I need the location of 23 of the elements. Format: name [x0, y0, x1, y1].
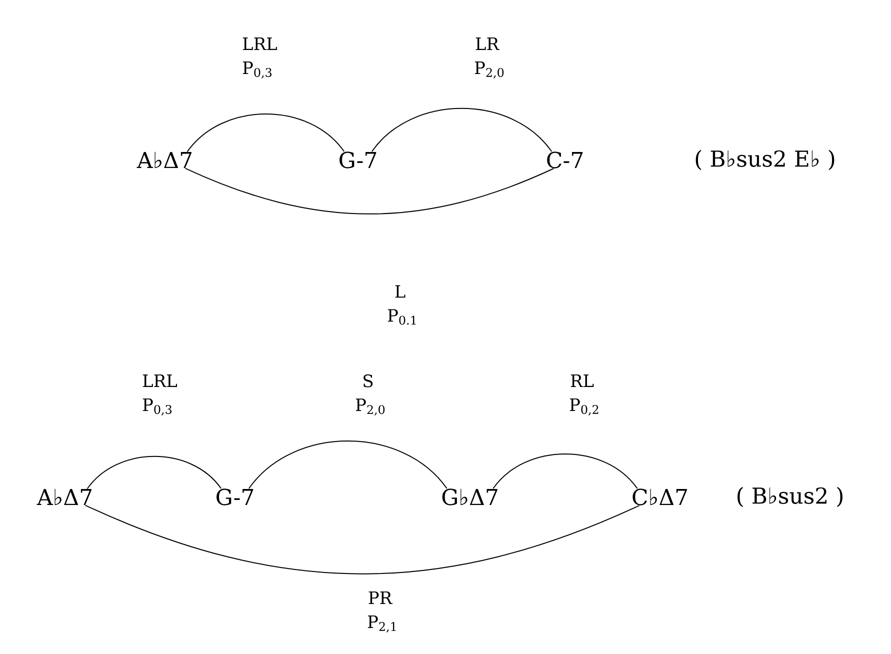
- chord-label: G♭Δ7: [442, 488, 498, 506]
- chord-note: ( B♭sus2 E♭ ): [696, 150, 834, 170]
- edge-label: RL P$_{0,2}$: [570, 374, 598, 416]
- chord-label: A♭Δ7: [36, 488, 92, 506]
- arc-connector: [84, 504, 640, 574]
- chord-label: A♭Δ7: [136, 152, 192, 168]
- arc-connector: [248, 440, 448, 489]
- chord-note: ( B♭sus2 ): [738, 486, 842, 508]
- chord-label: G-7: [340, 152, 376, 168]
- edge-label: LRL P$_{0,3}$: [142, 374, 177, 416]
- edge-label: S P$_{2,0}$: [356, 374, 385, 416]
- arc-connector: [492, 453, 638, 489]
- chord-label: C-7: [547, 152, 583, 168]
- edge-label: LR P$_{2,0}$: [474, 38, 504, 78]
- edge-label: PR P$_{2,1}$: [368, 592, 396, 632]
- edge-label: L P$_{0.1}$: [388, 285, 416, 325]
- chord-label: C♭Δ7: [632, 488, 687, 506]
- edge-label: LRL P$_{0,3}$: [242, 38, 277, 78]
- arc-connector: [371, 108, 552, 152]
- arc-connector: [186, 114, 345, 152]
- arc-connector: [86, 456, 222, 490]
- arc-connector: [184, 168, 554, 214]
- chord-label: G-7: [216, 488, 254, 506]
